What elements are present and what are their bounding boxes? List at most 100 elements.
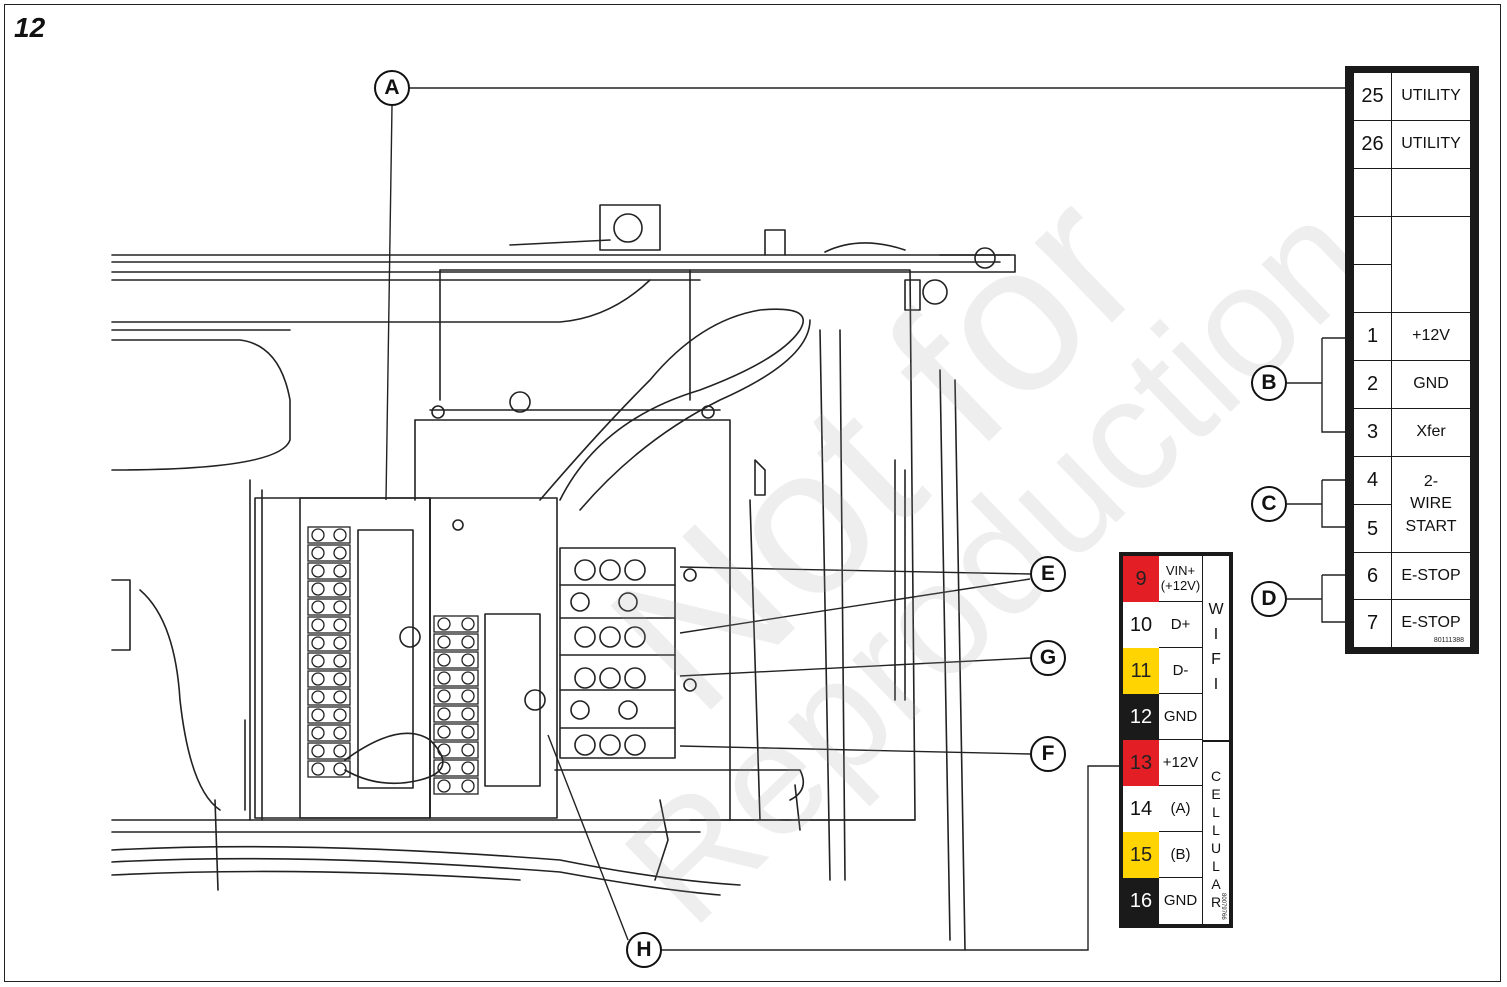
screw-terminal [333,600,347,614]
screw-terminal [461,725,475,739]
terminal-housing [433,759,479,777]
terminal-number: 7 [1354,600,1392,647]
comm-terminal-label: GND [1159,694,1203,740]
terminal-label: UTILITY [1401,135,1461,153]
terminal-housing [307,742,351,760]
figure-frame [4,4,1501,982]
screw-terminal [333,672,347,686]
callout-d: D [1251,581,1287,617]
terminal-number: 2 [1354,361,1392,408]
terminal-housing [433,777,479,795]
screw-terminal [333,582,347,596]
terminal-housing [307,670,351,688]
terminal-number: 25 [1354,73,1392,120]
figure-number: 12 [14,12,46,43]
terminal-row: 25 UTILITY [1354,73,1470,121]
callout-g: G [1030,640,1066,676]
terminal-housing [433,705,479,723]
screw-terminal [333,708,347,722]
terminal-label: 2-WIRE START [1405,472,1457,535]
screw-terminal [311,636,325,650]
screw-terminal [311,564,325,578]
screw-terminal [461,689,475,703]
terminal-housing [433,669,479,687]
terminal-row [1354,169,1470,217]
terminal-number [1354,169,1392,216]
screw-terminal [461,635,475,649]
terminal-row [1354,217,1470,265]
comm-terminal-label: (B) [1159,832,1203,878]
comm-terminal-label: D+ [1159,602,1203,648]
terminal-housing [307,652,351,670]
terminal-number: 1 [1354,313,1392,360]
comm-terminal-number: 11 [1123,648,1159,694]
screw-terminal [437,779,451,793]
comm-terminal-label: GND [1159,878,1203,924]
screw-terminal [461,707,475,721]
terminal-housing [307,706,351,724]
terminal-housing [307,760,351,778]
screw-terminal [461,779,475,793]
comm-terminal-row: 13+12V [1123,740,1203,786]
comm-terminal-label: +12V [1159,740,1203,786]
terminal-number [1354,265,1392,312]
screw-terminal [437,725,451,739]
screw-terminal [333,636,347,650]
comm-terminal-number: 10 [1123,602,1159,648]
terminal-label: Xfer [1416,423,1446,441]
terminal-label: +12V [1412,327,1450,345]
screw-terminal [311,708,325,722]
screw-terminal [461,617,475,631]
terminal-label: GND [1413,375,1449,393]
terminal-number: 3 [1354,409,1392,456]
comm-terminal-number: 16 [1123,878,1159,924]
screw-terminal [437,689,451,703]
screw-terminal [311,762,325,776]
comm-terminal-number: 14 [1123,786,1159,832]
screw-terminal [437,707,451,721]
group-divider [1203,740,1229,742]
terminal-number [1354,217,1392,265]
comm-terminal-number: 15 [1123,832,1159,878]
comm-terminal-row: 14(A) [1123,786,1203,832]
comm-terminal-number: 12 [1123,694,1159,740]
terminal-label [1392,265,1470,312]
screw-terminal [311,690,325,704]
screw-terminal [461,743,475,757]
terminal-row: 3 Xfer [1354,409,1470,457]
terminal-number: 5 [1354,505,1392,553]
screw-terminal [437,761,451,775]
callout-h: H [626,932,662,968]
terminal-housing [307,526,351,544]
terminal-housing [433,723,479,741]
terminal-housing [307,688,351,706]
terminal-label: UTILITY [1401,87,1461,105]
terminal-housing [307,598,351,616]
terminal-housing [307,634,351,652]
screw-terminal [311,726,325,740]
terminal-housing [433,633,479,651]
screw-terminal [333,654,347,668]
part-number: 80111388 [1433,637,1464,644]
terminal-row: 2 GND [1354,361,1470,409]
comm-terminal-label: VIN+ (+12V) [1159,556,1203,602]
terminal-row [1354,265,1470,313]
screw-terminal [311,582,325,596]
comm-terminal-label: (A) [1159,786,1203,832]
screw-terminal [461,653,475,667]
comm-terminal-row: 15(B) [1123,832,1203,878]
terminal-label [1392,217,1470,265]
terminal-number: 6 [1354,553,1392,599]
screw-terminal [311,528,325,542]
terminal-housing [307,724,351,742]
